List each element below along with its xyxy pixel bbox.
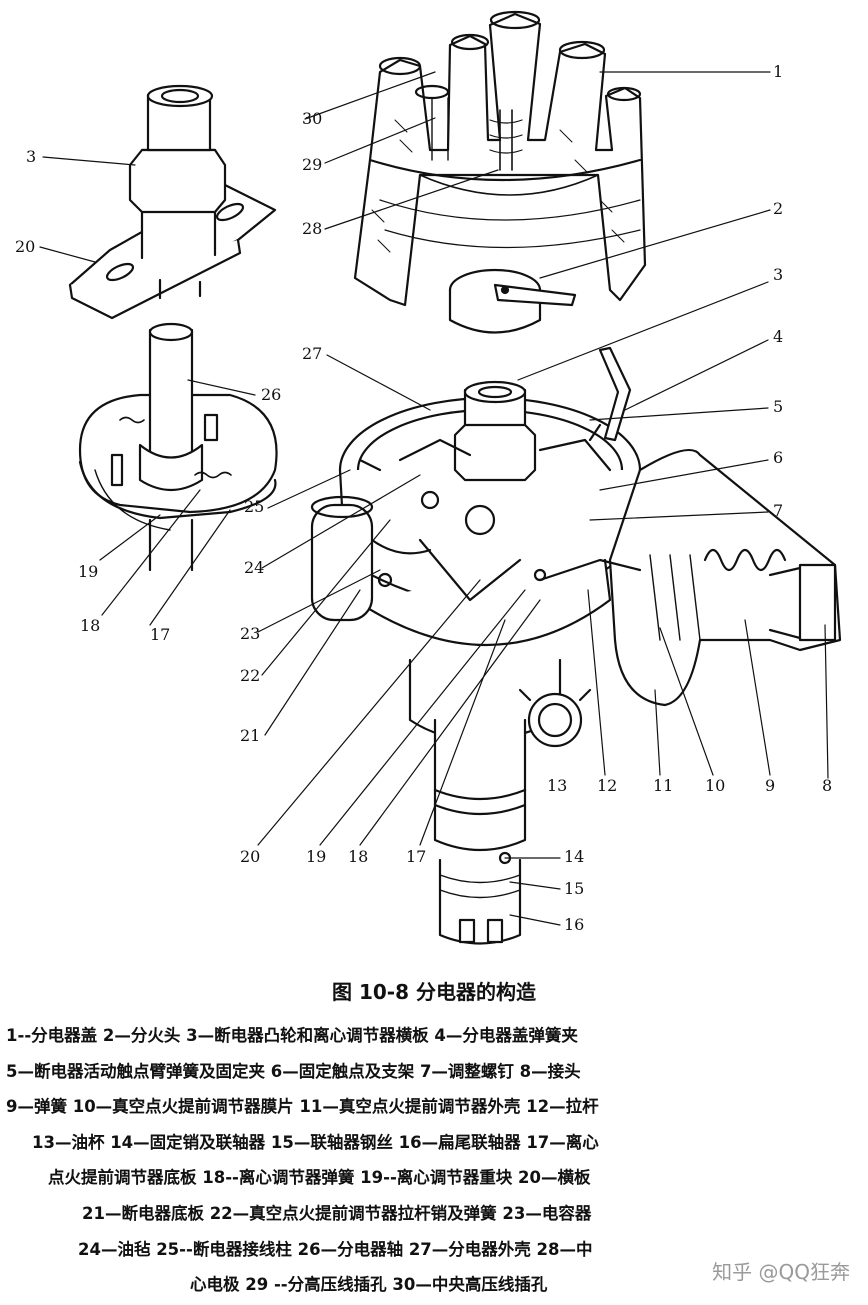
cam-bracket-drawing: [68, 84, 277, 320]
legend-line: 13—油杯 14—固定销及联轴器 15—联轴器钢丝 16—扁尾联轴器 17—离心: [32, 1132, 599, 1152]
callout-22: 22: [240, 666, 261, 685]
callout-19-left: 19: [78, 562, 99, 581]
callout-25: 25: [244, 497, 265, 516]
callout-20-main: 20: [240, 847, 261, 866]
callout-21: 21: [240, 726, 261, 745]
callout-28: 28: [302, 219, 323, 238]
legend-line: 5—断电器活动触点臂弹簧及固定夹 6—固定触点及支架 7—调整螺钉 8—接头: [6, 1061, 581, 1081]
callout-13: 13: [547, 776, 568, 795]
legend-line: 24—油毡 25--断电器接线柱 26—分电器轴 27—分电器外壳 28—中: [78, 1239, 593, 1259]
legend-line: 21—断电器底板 22—真空点火提前调节器拉杆销及弹簧 23—电容器: [82, 1203, 592, 1223]
centrifugal-advance-drawing: [78, 322, 278, 572]
rotor-drawing: [448, 268, 577, 334]
callout-9: 9: [765, 776, 776, 795]
callout-5: 5: [773, 397, 784, 416]
callout-29: 29: [302, 155, 323, 174]
callout-23: 23: [240, 624, 261, 643]
callout-16: 16: [564, 915, 585, 934]
callout-24: 24: [244, 558, 265, 577]
callout-15: 15: [564, 879, 585, 898]
callout-11: 11: [653, 776, 674, 795]
callout-12: 12: [597, 776, 618, 795]
leader-lines: [39, 71, 829, 926]
callout-30: 30: [302, 109, 323, 128]
watermark: 知乎 @QQ狂奔: [712, 1260, 850, 1284]
callout-17-left: 17: [150, 625, 171, 644]
distributor-cap-drawing: [353, 10, 647, 307]
legend-line: 9—弹簧 10—真空点火提前调节器膜片 11—真空点火提前调节器外壳 12—拉杆: [6, 1097, 599, 1117]
figure-caption: 图 10-8 分电器的构造: [332, 980, 536, 1004]
legend-line: 1--分电器盖 2—分火头 3—断电器凸轮和离心调节器横板 4—分电器盖弹簧夹: [6, 1026, 578, 1045]
callout-6: 6: [773, 448, 784, 467]
callout-14: 14: [564, 847, 585, 866]
callout-18-left: 18: [80, 616, 101, 635]
callout-2: 2: [773, 199, 784, 218]
legend-line: 心电极 29 --分高压线插孔 30—中央高压线插孔: [190, 1275, 548, 1295]
callout-7: 7: [773, 501, 784, 520]
callout-26: 26: [261, 385, 282, 404]
callout-19-main: 19: [306, 847, 327, 866]
distributor-body-drawing: [310, 346, 842, 945]
legend-line: 点火提前调节器底板 18--离心调节器弹簧 19--离心调节器重块 20—横板: [48, 1168, 591, 1188]
callout-20-top: 20: [15, 237, 36, 256]
callout-4: 4: [773, 327, 784, 346]
callout-1: 1: [773, 62, 784, 81]
distributor-diagram: [39, 10, 842, 945]
callout-18-main: 18: [348, 847, 369, 866]
callout-3-main: 3: [773, 265, 784, 284]
parts-legend: 1--分电器盖 2—分火头 3—断电器凸轮和离心调节器横板 4—分电器盖弹簧夹 …: [0, 1018, 868, 1303]
callout-27: 27: [302, 344, 323, 363]
callout-3-top: 3: [26, 147, 37, 166]
callout-10: 10: [705, 776, 726, 795]
callout-8: 8: [822, 776, 833, 795]
callout-17-main: 17: [406, 847, 427, 866]
